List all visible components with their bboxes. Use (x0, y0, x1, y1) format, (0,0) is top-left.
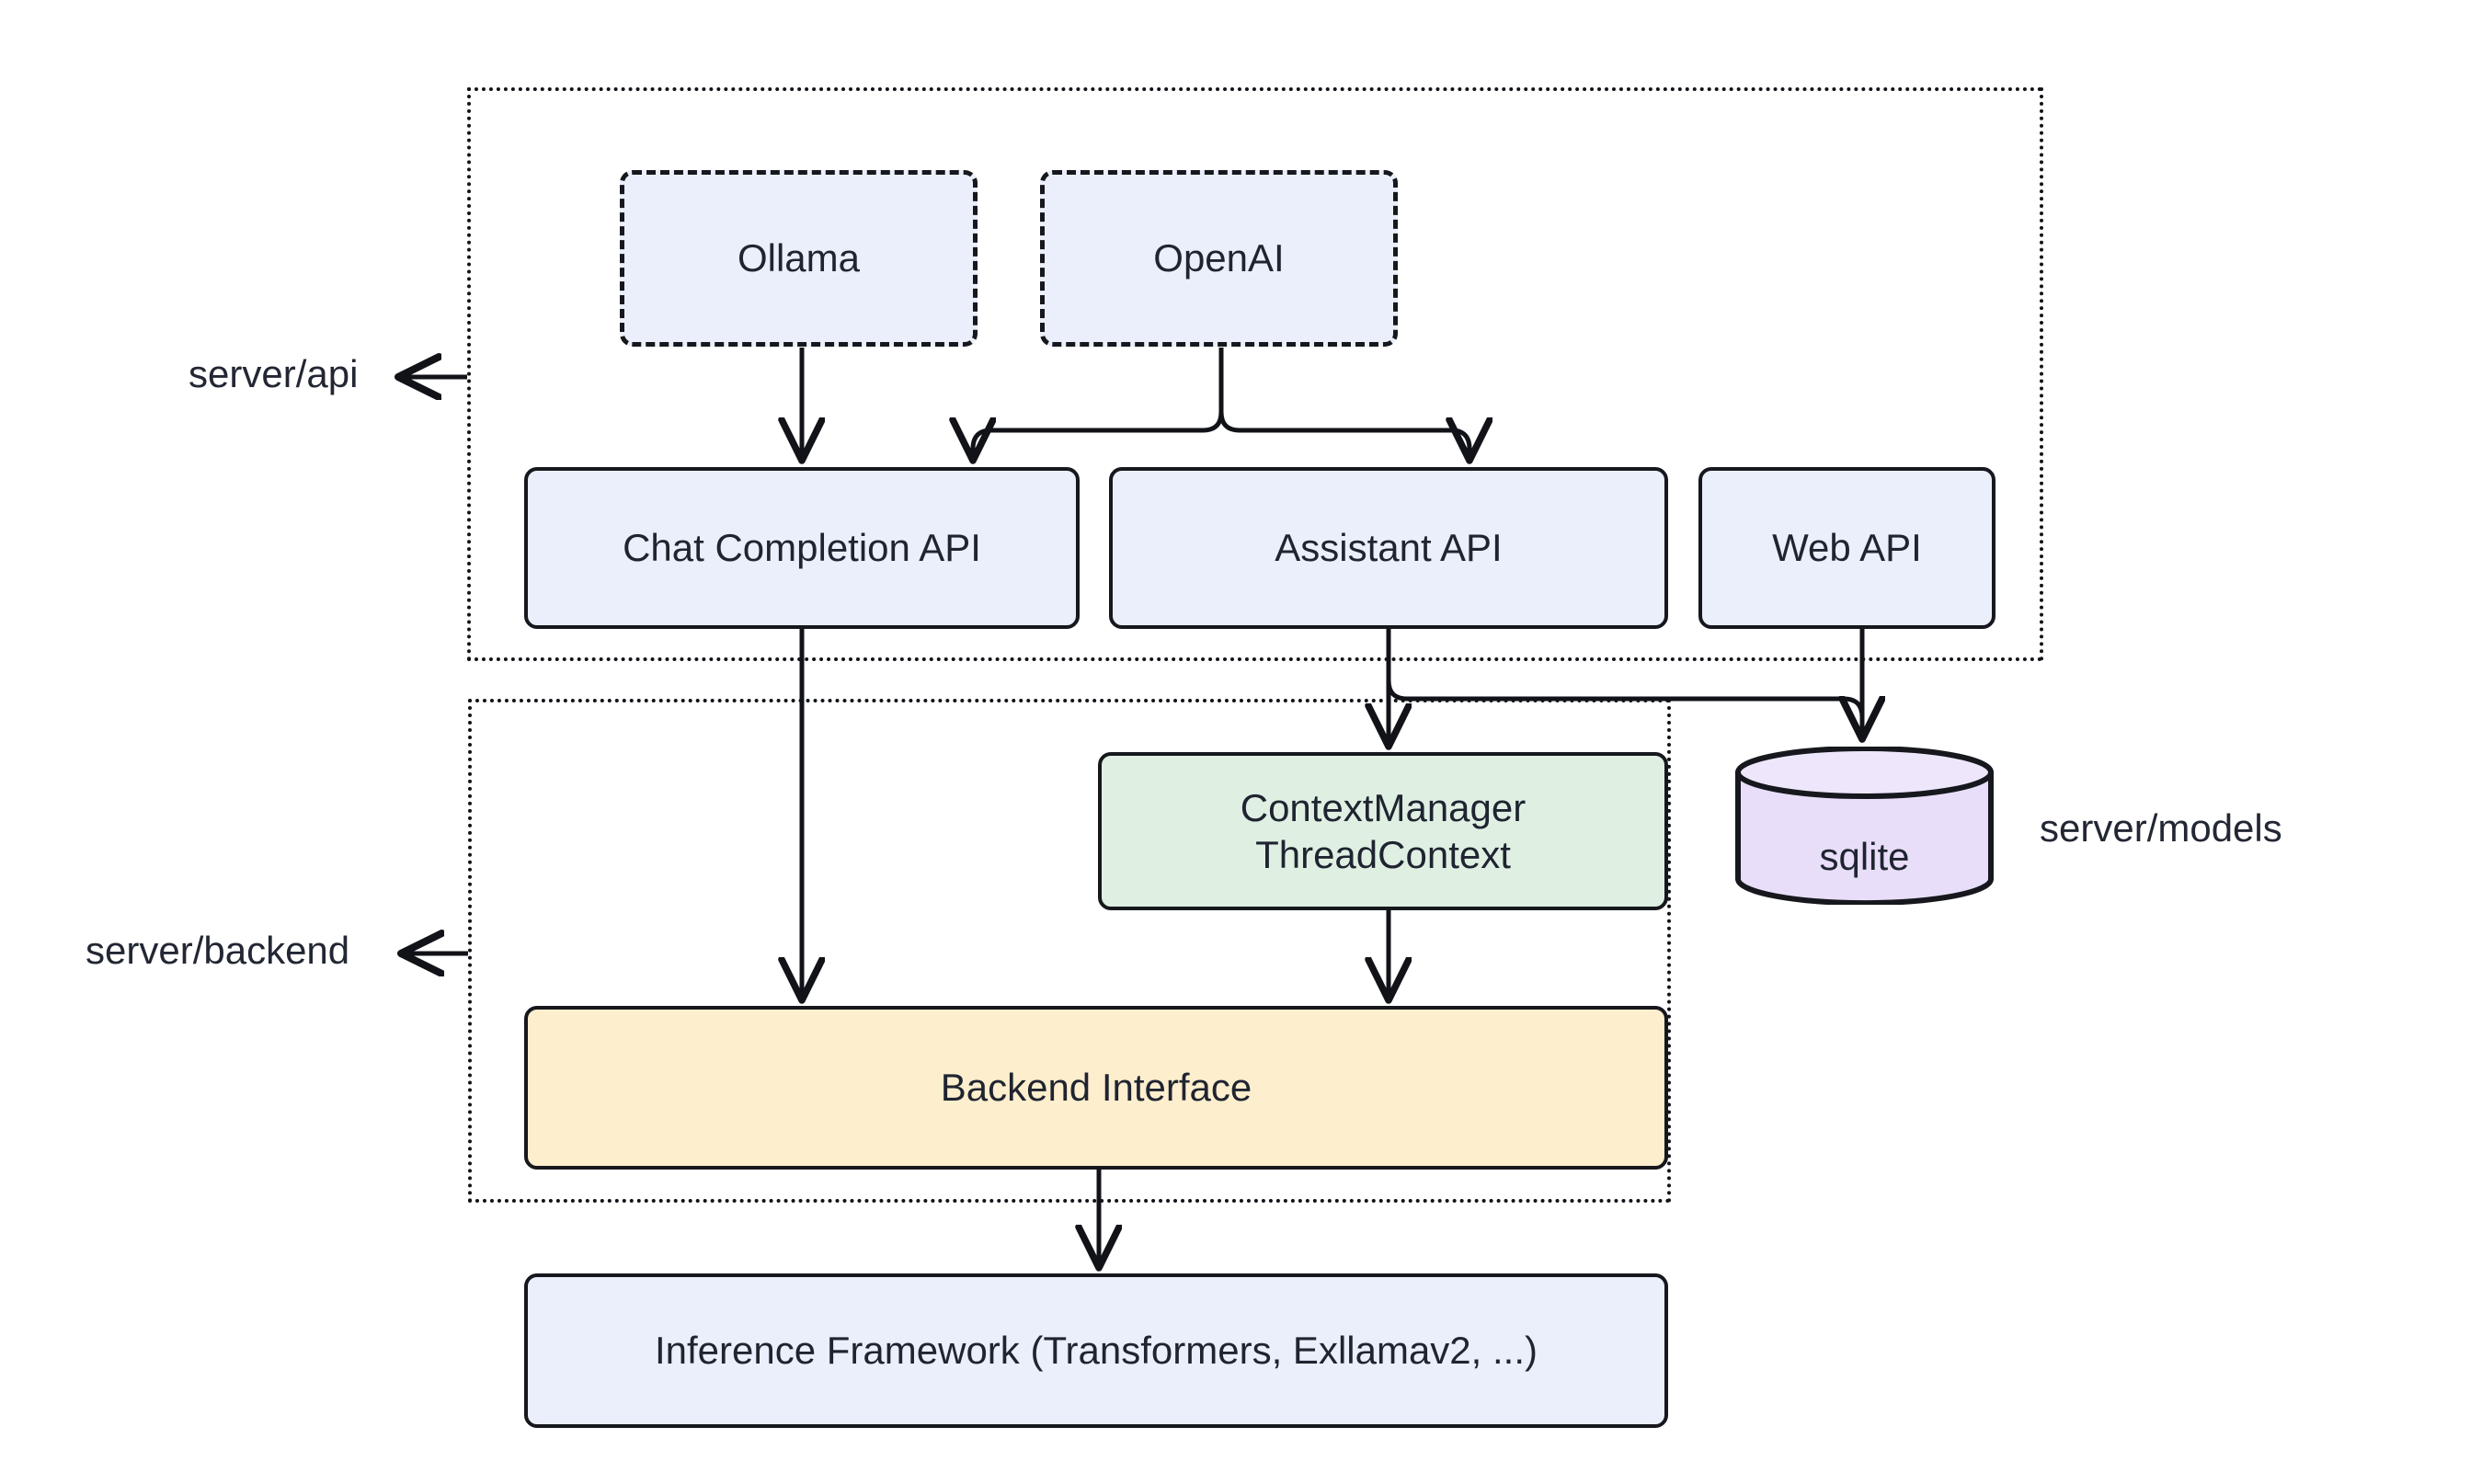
group-server-backend (468, 699, 1671, 1203)
node-ollama[interactable]: Ollama (620, 170, 978, 347)
group-server-api (467, 87, 2043, 661)
node-sqlite[interactable]: sqlite (1732, 746, 1996, 907)
cylinder-shape (1735, 746, 1994, 907)
node-chat-completion-api[interactable]: Chat Completion API (524, 467, 1080, 629)
node-backend-interface[interactable]: Backend Interface (524, 1006, 1668, 1170)
node-contextmanager-threadcontext[interactable]: ContextManager ThreadContext (1098, 752, 1668, 910)
caption-server-api: server/api (189, 352, 359, 395)
caption-server-backend: server/backend (86, 929, 350, 972)
node-web-api[interactable]: Web API (1698, 467, 1995, 629)
caption-server-models: server/models (2040, 806, 2282, 850)
node-openai[interactable]: OpenAI (1040, 170, 1398, 347)
node-assistant-api[interactable]: Assistant API (1109, 467, 1668, 629)
node-inference-framework[interactable]: Inference Framework (Transformers, Exlla… (524, 1273, 1668, 1428)
